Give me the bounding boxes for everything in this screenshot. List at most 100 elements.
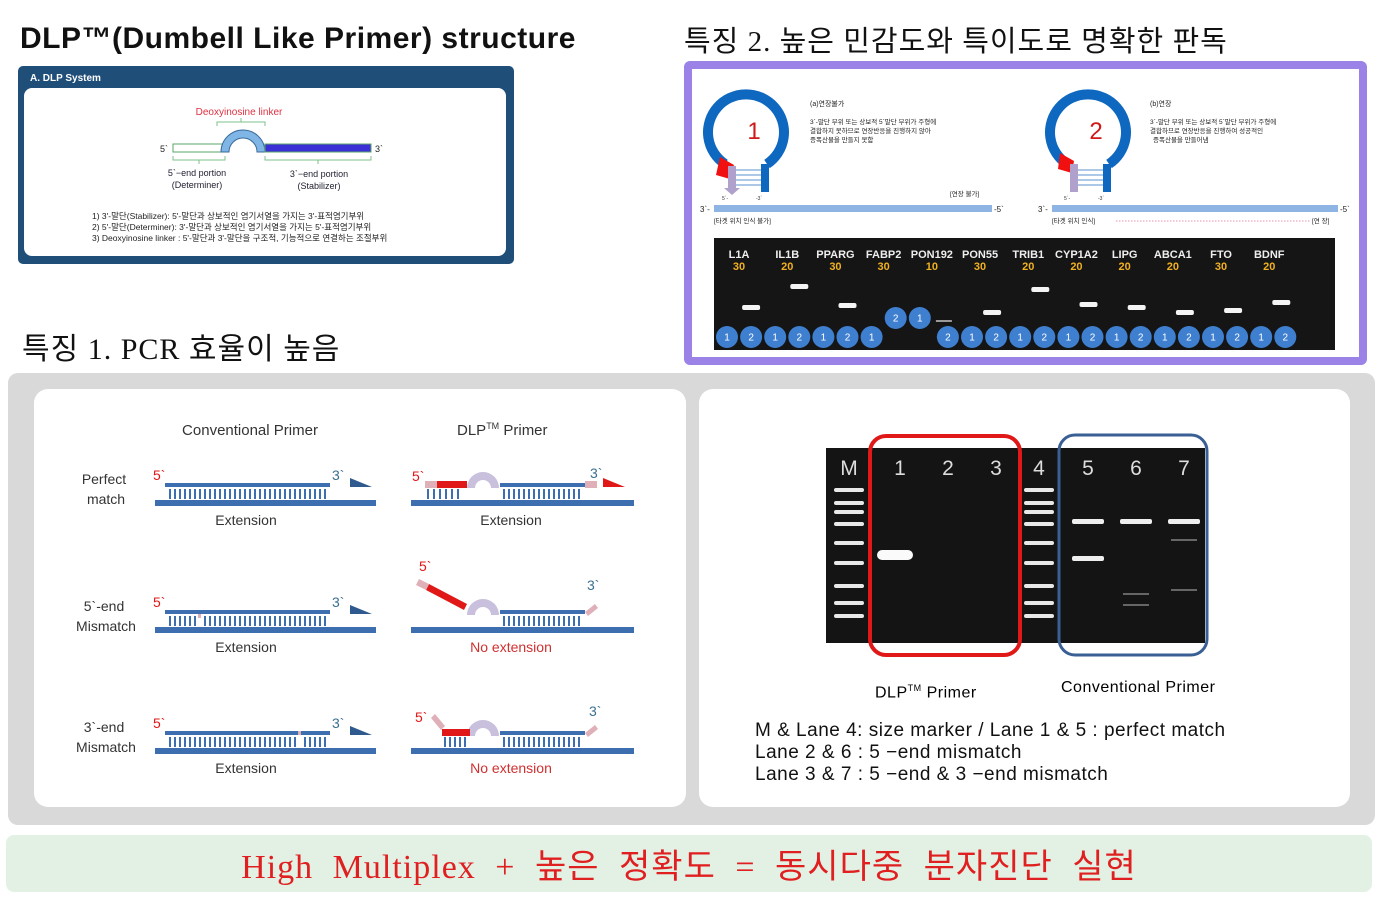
base-pair (538, 489, 540, 499)
base-pair (204, 737, 206, 747)
gene-label: LIPG (1112, 249, 1138, 261)
row-label: Perfect (82, 471, 126, 487)
lane-badge-label: 1 (724, 333, 730, 344)
gene-label: FABP2 (866, 249, 901, 261)
cycle-label: 20 (1022, 261, 1034, 273)
end3-label: 3` (587, 577, 599, 593)
base-pair (259, 737, 261, 747)
portion3-sub: (Stabilizer) (297, 181, 340, 191)
base-pair (309, 737, 311, 747)
legend-line: M & Lane 4: size marker / Lane 1 & 5 : p… (755, 720, 1226, 741)
cycle-label: 30 (878, 261, 890, 273)
row-label: 3`-end (84, 719, 124, 735)
base-pair (214, 489, 216, 499)
base-pair (289, 616, 291, 626)
col-dlp-tm: TM (486, 421, 499, 431)
base-pair (578, 737, 580, 747)
template-strand (411, 748, 634, 754)
marker-band (834, 561, 864, 565)
row-label: Mismatch (76, 618, 136, 634)
end5-label: 5` (153, 594, 165, 610)
linker-label: Deoxyinosine linker (196, 107, 283, 118)
base-pair (219, 616, 221, 626)
end3-label: 3` (332, 594, 344, 610)
dlp-system-header: A. DLP System (30, 73, 101, 84)
gene-label: ABCA1 (1154, 249, 1192, 261)
base-pair (224, 616, 226, 626)
gel-band (1127, 305, 1146, 310)
base-pair (234, 489, 236, 499)
marker-band (834, 601, 864, 605)
gel-band (1120, 519, 1152, 524)
base-pair (184, 489, 186, 499)
lane-badge-label: 2 (993, 333, 999, 344)
conv-result: Extension (215, 512, 276, 528)
extension-arrow-icon (330, 726, 372, 735)
dlp-result: No extension (470, 639, 552, 655)
end5-label: 5` (419, 558, 431, 574)
base-pair (454, 737, 456, 747)
base-pair (174, 737, 176, 747)
lane-label: 2 (942, 457, 954, 480)
lane-badge-label: 1 (821, 333, 827, 344)
base-pair (304, 737, 306, 747)
base-pair (573, 616, 575, 626)
base-pair (513, 737, 515, 747)
base-pair (264, 616, 266, 626)
base-pair (249, 737, 251, 747)
base-pair (169, 616, 171, 626)
base-pair (314, 489, 316, 499)
base-pair (324, 616, 326, 626)
marker-band (1024, 522, 1054, 526)
dlp-lanes-frame (868, 434, 1022, 657)
case-number: 2 (1089, 118, 1102, 145)
base-pair (294, 616, 296, 626)
cycle-label: 20 (1119, 261, 1131, 273)
hairpin-diagram: 1 5`- -3` (a)연장불가 3`-말단 부위 또는 상보적 5`말단 부… (700, 89, 1350, 225)
base-pair (563, 616, 565, 626)
gel-band (1031, 287, 1050, 292)
note-3: 3) Deoxyinosine linker : 5'-말단과 3'-말단을 구… (92, 233, 387, 243)
base-pair (184, 737, 186, 747)
end3-label: 3` (589, 703, 601, 719)
case-a: 1 5`- -3` (a)연장불가 3`-말단 부위 또는 상보적 5`말단 부… (700, 89, 1004, 225)
base-pair (254, 489, 256, 499)
base-pair (244, 737, 246, 747)
base-pair (427, 489, 429, 499)
base-pair (279, 737, 281, 747)
lane-badge (985, 326, 1008, 348)
portion5-sub: (Determiner) (172, 180, 223, 190)
base-pair (444, 737, 446, 747)
primer-3-portion (500, 731, 585, 735)
faint-band (1171, 589, 1197, 591)
lane-badge-label: 2 (845, 333, 851, 344)
mismatch-base (298, 731, 301, 735)
base-pair (503, 737, 505, 747)
primer5-stem (1070, 164, 1078, 192)
end5-label: 5` (153, 715, 165, 731)
base-pair (309, 489, 311, 499)
lane-badge-label: 1 (1258, 333, 1264, 344)
base-pair (204, 489, 206, 499)
base-pair (563, 737, 565, 747)
base-pair (568, 737, 570, 747)
template-strand (155, 748, 376, 754)
lane-badge (716, 326, 738, 348)
primer-3-portion (500, 610, 585, 614)
base-pair (169, 489, 171, 499)
lane-badge-label: 2 (1234, 333, 1240, 344)
lane-label: 6 (1130, 457, 1142, 480)
row-label: 5`-end (84, 598, 124, 614)
case-line: 결합하지 못하므로 연장반응을 진행하지 않아 (810, 126, 931, 135)
base-pair (264, 737, 266, 747)
lane-badge-label: 1 (869, 333, 875, 344)
end5-label: 5` (160, 144, 168, 154)
p5-label: 5`- (1064, 196, 1070, 202)
base-pair (533, 489, 535, 499)
base-pair (229, 737, 231, 747)
linker-arc (467, 472, 499, 488)
marker-band (1024, 584, 1054, 588)
base-pair (319, 616, 321, 626)
base-pair (518, 616, 520, 626)
primer3-stem (1103, 164, 1111, 192)
